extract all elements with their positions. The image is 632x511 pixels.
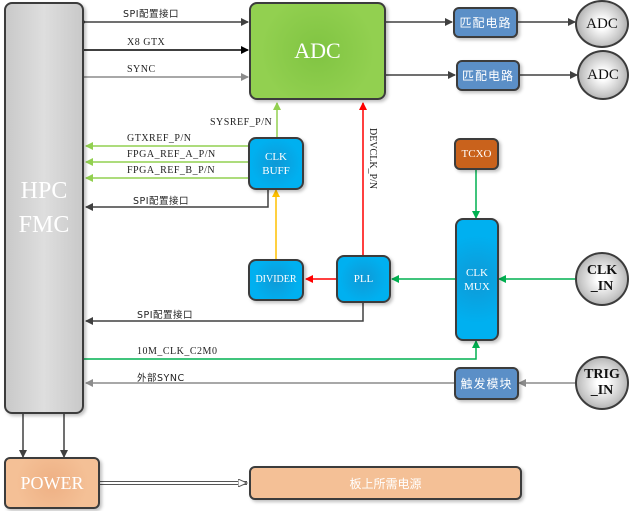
adc-main-block: ADC: [249, 2, 386, 100]
trigger-module: 触发模块: [454, 367, 519, 400]
trig-in-port: TRIG _IN: [575, 356, 629, 410]
label-devclk: DEVCLK_P/N: [367, 128, 378, 190]
adc-port-2: ADC: [577, 50, 629, 100]
power-block: POWER: [4, 457, 100, 509]
match-circuit-2: 匹配电路: [456, 60, 520, 91]
clk-mux-block: CLK MUX: [455, 218, 499, 341]
label-spi-adc: SPI配置接口: [123, 9, 180, 20]
divider-block: DIVIDER: [248, 259, 304, 301]
adc-port-1: ADC: [575, 0, 629, 48]
board-power-block: 板上所需电源: [249, 466, 522, 500]
match-circuit-1: 匹配电路: [453, 7, 518, 38]
label-x8-gtx: X8 GTX: [127, 37, 166, 48]
label-ext-sync: 外部SYNC: [137, 373, 185, 384]
label-spi-pll: SPI配置接口: [137, 310, 194, 321]
line-spi-pll: [85, 296, 367, 325]
clk-in-port: CLK _IN: [575, 252, 629, 306]
label-gtxref: GTXREF_P/N: [127, 133, 192, 144]
line-spi-buff: [85, 183, 272, 211]
label-sync: SYNC: [127, 64, 156, 75]
hpc-fmc-block: HPC FMC: [4, 2, 84, 414]
label-10m-clk: 10M_CLK_C2M0: [137, 346, 218, 357]
clk-buff-block: CLK BUFF: [248, 137, 304, 190]
tcxo-block: TCXO: [454, 138, 499, 170]
pll-block: PLL: [336, 255, 391, 303]
label-spi-buff: SPI配置接口: [133, 196, 190, 207]
label-sysref: SYSREF_P/N: [210, 117, 273, 128]
label-fpga-ref-b: FPGA_REF_B_P/N: [127, 165, 216, 176]
line-10m-clk: [84, 340, 480, 360]
label-fpga-ref-a: FPGA_REF_A_P/N: [127, 149, 216, 160]
